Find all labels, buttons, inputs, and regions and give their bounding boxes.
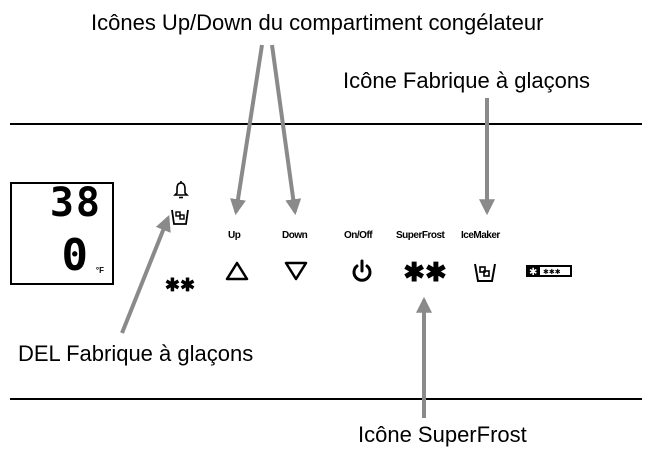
- up-button[interactable]: [222, 258, 252, 284]
- superfrost-icon-callout: Icône SuperFrost: [358, 422, 527, 447]
- bell-icon: [170, 180, 192, 200]
- icemaker-button[interactable]: [471, 258, 499, 286]
- svg-text:✱: ✱: [529, 267, 537, 277]
- arrow-to-icemaker-led: [120, 215, 171, 334]
- arrow-to-up: [230, 44, 264, 216]
- superfrost-label: SuperFrost: [396, 230, 445, 241]
- icemaker-icon-callout: Icône Fabrique à glaçons: [343, 68, 591, 93]
- display-top-value: 38: [49, 180, 102, 226]
- superfrost-button[interactable]: ✱✱: [403, 256, 447, 287]
- panel-top-line: [10, 123, 642, 125]
- svg-text:✱✱✱: ✱✱✱: [543, 268, 561, 276]
- display-unit: °F: [95, 266, 104, 275]
- freezer-snowflakes-icon: ✱✱: [164, 274, 196, 295]
- lock-bar-button[interactable]: ✱✱✱✱: [526, 263, 572, 279]
- double-snowflake-icon: ✱✱: [403, 256, 447, 287]
- power-icon: [352, 259, 372, 282]
- down-button[interactable]: [281, 258, 311, 284]
- onoff-button[interactable]: [348, 256, 376, 286]
- icemaker-led-icon: [168, 204, 192, 228]
- panel-bottom-line: [10, 398, 642, 400]
- down-label: Down: [282, 230, 308, 241]
- temperature-display: 38 0 °F: [10, 180, 114, 285]
- freezer-updown-callout: Icônes Up/Down du compartiment congélate…: [91, 10, 544, 35]
- up-label: Up: [228, 230, 241, 241]
- icemaker-led-callout: DEL Fabrique à glaçons: [18, 341, 254, 366]
- lock-bar-icon: ✱✱✱✱: [526, 265, 572, 277]
- icemaker-label: IceMaker: [461, 230, 500, 241]
- ice-bucket-icon: [474, 263, 496, 282]
- down-triangle-icon: [284, 261, 308, 281]
- display-bottom-value: 0: [61, 230, 90, 281]
- arrow-to-down: [270, 44, 302, 216]
- up-triangle-icon: [225, 261, 249, 281]
- onoff-label: On/Off: [344, 230, 373, 241]
